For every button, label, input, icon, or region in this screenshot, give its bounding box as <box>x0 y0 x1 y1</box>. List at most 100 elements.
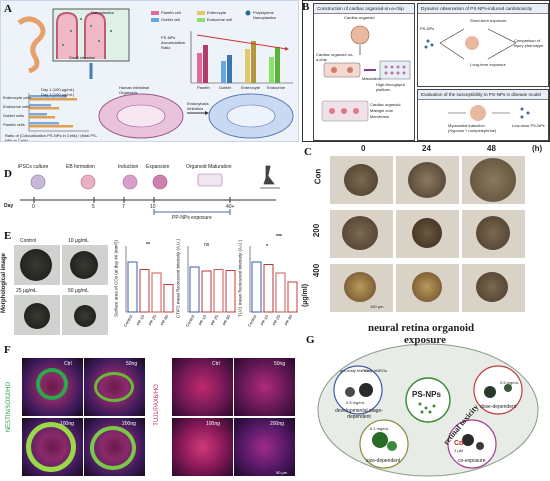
stage-ipscs: iPSCs culture <box>18 164 49 170</box>
g-stage-label: developmental stage-dependent <box>335 408 383 420</box>
stage-induction: Induction <box>118 164 139 170</box>
chart-tick-label: PP-25 <box>209 313 219 326</box>
panel-a: A <box>0 0 299 142</box>
endocytosis-label: Endocytosis Inhibition <box>187 101 209 111</box>
timeline-ticks <box>33 197 231 203</box>
g-size-label: size-dependent <box>366 458 401 464</box>
chart-e2-sig: ns <box>204 242 210 248</box>
b-section-3: Evaluation of the susceptibility to PS-N… <box>417 89 549 141</box>
small-intestine-label: Small intestine <box>69 55 96 60</box>
row-enterocyte: Enterocyte cells <box>3 95 32 100</box>
chart-bar <box>163 284 174 313</box>
stage-expansion: Expansion <box>146 164 170 170</box>
panel-label-c: C <box>304 146 312 158</box>
panel-c: C 0 24 48 (h) Con 200 400 (µg/ml) 100 µm <box>300 144 550 321</box>
row-paneth: Paneth cells <box>3 122 25 127</box>
time-48: 48 <box>487 144 496 153</box>
b-section-2: Dynamic observation of PS-NPs-induced ca… <box>417 3 549 87</box>
platform-icon <box>379 60 411 80</box>
f-left-label-100: 100ng <box>60 421 74 427</box>
trend-arrow <box>196 34 289 51</box>
exposure-organoid-icon <box>465 36 479 50</box>
chart-e3: TUJ1 mean fluorescent intensity (A.U.) C… <box>236 232 298 336</box>
f-left-label-ctrl: Ctrl <box>64 361 72 367</box>
f-left-50 <box>84 358 145 416</box>
legend-goblet: Goblet cell <box>161 17 180 22</box>
cardiac-organoid-label: Cardiac organoid <box>344 15 375 20</box>
img-400-24 <box>396 264 459 312</box>
chart-bar <box>151 272 162 313</box>
chip-label: Cardiac organoid on-a-chip <box>316 52 354 62</box>
img-label-25: 25 µg/mL <box>16 288 37 294</box>
f-right-50 <box>234 358 295 416</box>
chart-e2-ylabel: CTIP2 mean fluorescent intensity (A.U.) <box>175 238 181 319</box>
panel-f: F NESTIN/SOX2/HO TUJ1/PAX6/HO Ctrl 50ng … <box>0 340 300 481</box>
exposure-label: PP-NPs exposure <box>172 215 212 221</box>
img-200-0 <box>330 210 393 258</box>
row-con: Con <box>313 168 323 185</box>
maturation-icon <box>197 173 223 187</box>
nanoplastic-dots <box>62 18 112 46</box>
panel-label-b: B <box>302 1 310 13</box>
b-section-3-title: Evaluation of the susceptibility to PS-N… <box>418 90 548 100</box>
f-left-ctrl <box>22 358 83 416</box>
chart-e1-ylabel: Surface area of COs (at day 40 (mm²)) <box>113 239 119 318</box>
stage-maturation: Organoid Maturation <box>186 164 232 170</box>
time-unit: (h) <box>532 144 543 153</box>
legend-swatch-enterocyte <box>197 11 205 15</box>
chart-e3-ylabel: TUJ1 mean fluorescent intensity (A.U.) <box>237 239 243 318</box>
legend-swatch-goblet <box>151 18 159 22</box>
img-400-48 <box>462 264 525 312</box>
time-0: 0 <box>361 144 366 153</box>
cardiac-organoid-icon <box>350 25 370 45</box>
compare-label: Comparison of injury phenotype <box>514 38 544 48</box>
chip-legend-3: Membrane <box>370 114 390 119</box>
chart-tick-label: Control <box>185 314 196 328</box>
g-dose-conc: 0.5 mg/mL <box>500 380 519 385</box>
g-cd-label: Cd <box>454 440 464 447</box>
panel-label-g: G <box>306 334 315 346</box>
chart-tick-label: PP-50 <box>159 313 169 326</box>
legend-paneth: Paneth cell <box>161 10 181 15</box>
row-endocrine: Endocrine cells <box>3 104 31 109</box>
chart-bar <box>213 269 224 313</box>
f-left-stain-label: NESTIN/SOX2/HO <box>6 381 13 433</box>
time-24: 24 <box>422 144 431 153</box>
day-0: 0 <box>32 204 35 210</box>
chart-bar <box>263 264 274 313</box>
panel-label-f: F <box>4 344 11 356</box>
platform-label: High-throughput platform <box>376 82 405 92</box>
b-section-3-graphics <box>448 105 530 121</box>
chart-a2-bars <box>29 95 77 128</box>
row-200: 200 <box>312 223 322 238</box>
organoid-left-lumen <box>116 104 166 128</box>
f-left-100 <box>22 418 83 476</box>
f-left-label-50: 50ng <box>126 361 138 367</box>
chart-bar <box>201 270 212 313</box>
mi-organoid-icon <box>470 105 486 121</box>
chart-bar <box>139 269 150 313</box>
panel-label-d: D <box>4 168 12 180</box>
g-dose-label: dose-dependent <box>480 404 517 410</box>
chart-tick-label: Control <box>247 314 258 328</box>
img-200-48 <box>462 210 525 258</box>
b-section-1-graphics <box>321 25 411 122</box>
chart-bar <box>225 270 236 313</box>
morph-img-control <box>14 245 60 285</box>
f-right-100 <box>172 418 233 476</box>
center-circle <box>405 377 451 423</box>
g-center-label: PS-NPs <box>412 390 441 399</box>
branch-arrows <box>439 28 465 60</box>
chart-tick-label: PP-10 <box>259 313 269 326</box>
stage-eb: EB formation <box>66 164 95 170</box>
chart-tick-label: PP-10 <box>135 313 145 326</box>
b-section-2-graphics <box>424 28 517 60</box>
g-early-label: early hNROs <box>364 368 387 373</box>
chart-a2-xlabel: Ratio of (Colocalization PS-NPs in Cells… <box>5 133 98 142</box>
legend-nanoplastics: Polystyrene Nanoplastics <box>253 10 276 20</box>
cat-endocrine: Endocrine <box>267 85 286 90</box>
induction-icon <box>122 174 138 190</box>
scale-bar-label: 100 µm <box>370 304 384 309</box>
chart-axis <box>125 246 174 313</box>
